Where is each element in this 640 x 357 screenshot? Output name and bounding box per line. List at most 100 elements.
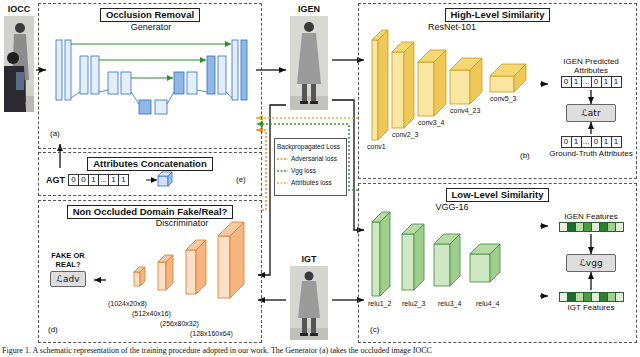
layer-name: conv3_4 [418,119,444,126]
generator-block: Generator [46,20,256,144]
discriminator-layers [158,262,166,290]
discriminator-layers [230,222,244,298]
section-heading: Non Occluded Domain Fake/Real? [67,205,234,219]
unet-flow [71,92,80,98]
generated-photo [302,84,307,102]
vgg-layers [470,254,490,282]
resnet-layers [404,42,414,128]
unet-layers [241,40,247,100]
bit-row: 01...011 [561,76,622,88]
panel-tag: (b) [520,151,530,160]
section-heading: Low-Level Similarity [446,188,550,202]
ground-truth-photo [290,266,328,340]
generated-photo [311,84,316,102]
feature-cell [615,222,624,232]
dimension-label: (512x40x16) [132,310,171,317]
data-flow-arrow [540,83,548,84]
generated-photo [297,33,321,84]
vgg-layers [434,244,450,286]
dimension-label-holder: (512x40x16) [132,310,171,318]
section-heading: Attributes Concatenation [87,157,212,171]
legend-swatch [277,182,288,184]
data-flow-arrow [59,144,60,168]
feature-cell [615,292,624,302]
skip-connection [71,43,231,44]
layer-name-holder: relu2_3 [402,300,425,308]
vgg-layers [402,234,414,290]
legend-box: Backpropagated LossAdversarial lossVgg l… [274,138,347,196]
data-flow-arrow [332,299,364,300]
panel-tag-holder: (a) [50,130,60,139]
image-caption: IGT [286,254,332,265]
occluded-photo [7,52,19,64]
ground-truth-photo [300,333,308,336]
block-label: VGG-16 [364,202,540,213]
data-flow-arrow [332,59,364,60]
vector-name: AGT [46,175,65,185]
feature-row [559,292,624,302]
resnet-layers [470,58,482,104]
photo-node: IGT [286,254,332,342]
ground-truth-photo [302,318,307,334]
attribute-vector: 01...011Ground-Truth Attributes [548,134,634,176]
layer-name-holder: conv5_3 [490,95,516,103]
resnet-layers [372,30,526,140]
generated-photo [300,101,308,104]
data-flow-arrow [540,225,548,226]
discriminator-layers [186,250,196,294]
generated-photo [290,16,328,110]
vector-caption: IGT Features [568,303,615,312]
section-panel: Occlusion RemovalGenerator [38,3,262,149]
legend-entry: Adversarial loss [277,154,344,163]
panel-tag: (e) [236,175,246,184]
ground-truth-photo [311,318,316,334]
bit-cell: 1 [611,136,622,148]
attribute-cube [168,172,172,186]
discriminator-layers [134,272,140,286]
figure-caption: Figure 1. A schematic representation of … [2,346,432,355]
data-flow-arrow [540,295,548,296]
ground-truth-photo [290,328,328,340]
unet-layers [108,72,118,94]
vector-caption: Ground-Truth Attributes [549,149,632,158]
occluded-photo [15,23,25,33]
section-panel: Non Occluded Domain Fake/Real?FAKE OR RE… [38,200,262,343]
legend-text: Attributes loss [291,178,332,187]
layer-name: relu3_4 [438,300,461,307]
unet-flow [99,90,108,92]
layer-name-holder: conv4_23 [450,107,480,115]
resnet-layers [378,30,388,140]
legend-text: Adversarial loss [291,154,337,163]
resnet-layers [450,70,470,104]
legend-entry: Vgg loss [277,166,344,175]
vgg-layers [490,244,500,282]
layer-name-holder: conv3_4 [418,119,444,127]
unet-layers [139,100,151,114]
photo-node: IOCC [2,4,36,114]
unet-layers [56,40,247,114]
legend-swatch [277,158,288,160]
skip-connection [71,44,231,78]
unet-layers [232,40,238,100]
vgg-layers [372,212,500,296]
loss-label: ℒadv [50,271,85,287]
feature-vector: IGT Features [548,290,634,322]
data-flow-arrow [256,69,286,70]
vgg-layers [380,212,390,296]
unet-layers [155,100,167,114]
unet-layers [187,72,197,94]
ground-truth-photo [305,272,314,281]
layer-name: conv1 [367,143,386,150]
legend-entry: Attributes loss [277,178,344,187]
panel-tag: (c) [370,325,379,334]
unet-layers [56,40,62,100]
loss-box: ℒatr [566,104,616,122]
layer-name-holder: conv2_3 [392,131,418,139]
discriminator-layers [218,236,230,298]
panel-tag-holder: (c) [370,326,379,335]
discriminator-layers [166,255,173,290]
dimension-label: (1024x20x8) [108,300,147,307]
attribute-vector: AGT001...11 [44,168,144,192]
data-flow-arrow [590,234,591,254]
